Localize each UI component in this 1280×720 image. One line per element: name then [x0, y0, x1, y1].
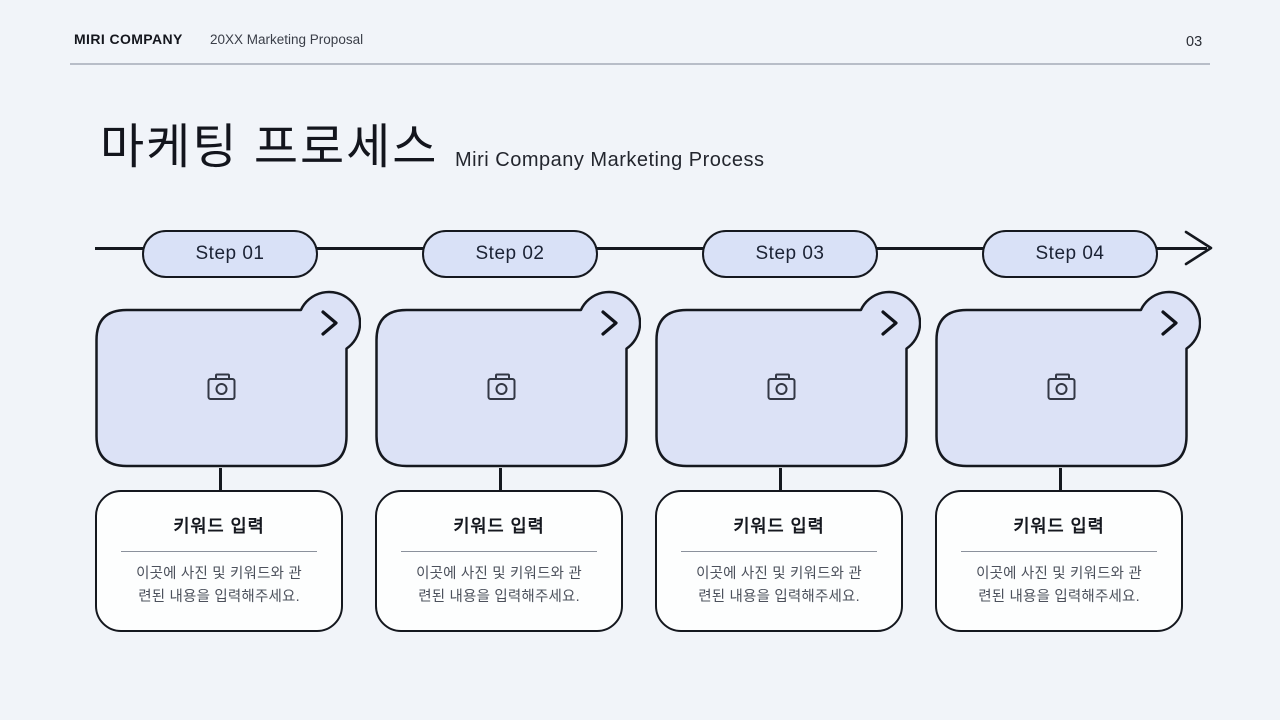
header-divider	[70, 63, 1210, 65]
chevron-right-icon	[881, 310, 898, 336]
camera-icon	[767, 373, 796, 400]
step-pill-3: Step 03	[702, 230, 878, 278]
card-divider	[401, 551, 597, 552]
chevron-right-icon	[321, 310, 338, 336]
process-column-1: 키워드 입력 이곳에 사진 및 키워드와 관 련된 내용을 입력해주세요.	[95, 0, 361, 720]
keyword-card: 키워드 입력 이곳에 사진 및 키워드와 관 련된 내용을 입력해주세요.	[375, 490, 623, 632]
process-column-2: 키워드 입력 이곳에 사진 및 키워드와 관 련된 내용을 입력해주세요.	[375, 0, 641, 720]
keyword-card: 키워드 입력 이곳에 사진 및 키워드와 관 련된 내용을 입력해주세요.	[95, 490, 343, 632]
body-line: 련된 내용을 입력해주세요.	[138, 589, 300, 605]
body-line: 이곳에 사진 및 키워드와 관	[696, 566, 862, 582]
chevron-right-icon	[601, 310, 618, 336]
chevron-right-icon	[1161, 310, 1178, 336]
camera-icon	[487, 373, 516, 400]
keyword-card-body: 이곳에 사진 및 키워드와 관 련된 내용을 입력해주세요.	[97, 563, 341, 609]
keyword-card-body: 이곳에 사진 및 키워드와 관 련된 내용을 입력해주세요.	[937, 563, 1181, 609]
connector-line	[779, 468, 782, 491]
keyword-card-title: 키워드 입력	[733, 516, 825, 536]
step-label: Step 03	[755, 243, 825, 264]
step-pill-4: Step 04	[982, 230, 1158, 278]
document-title: 20XX Marketing Proposal	[210, 32, 364, 47]
keyword-card: 키워드 입력 이곳에 사진 및 키워드와 관 련된 내용을 입력해주세요.	[655, 490, 903, 632]
page-subtitle: Miri Company Marketing Process	[455, 149, 765, 171]
body-line: 이곳에 사진 및 키워드와 관	[976, 566, 1142, 582]
step-label: Step 02	[475, 243, 545, 264]
page-number: 03	[1186, 34, 1203, 50]
keyword-card-title: 키워드 입력	[453, 516, 545, 536]
keyword-card-title: 키워드 입력	[173, 516, 265, 536]
keyword-card-body: 이곳에 사진 및 키워드와 관 련된 내용을 입력해주세요.	[657, 563, 901, 609]
page-title: 마케팅 프로세스	[100, 121, 439, 174]
body-line: 이곳에 사진 및 키워드와 관	[416, 566, 582, 582]
image-placeholder-card	[655, 290, 921, 468]
card-divider	[961, 551, 1157, 552]
step-label: Step 04	[1035, 243, 1105, 264]
company-name: MIRI COMPANY	[74, 31, 183, 47]
step-pill-1: Step 01	[142, 230, 318, 278]
camera-icon	[207, 373, 236, 400]
keyword-card: 키워드 입력 이곳에 사진 및 키워드와 관 련된 내용을 입력해주세요.	[935, 490, 1183, 632]
body-line: 이곳에 사진 및 키워드와 관	[136, 566, 302, 582]
body-line: 련된 내용을 입력해주세요.	[418, 589, 580, 605]
arrow-right-icon	[1184, 230, 1213, 266]
image-placeholder-card	[375, 290, 641, 468]
connector-line	[499, 468, 502, 491]
process-column-3: 키워드 입력 이곳에 사진 및 키워드와 관 련된 내용을 입력해주세요.	[655, 0, 921, 720]
card-divider	[121, 551, 317, 552]
step-pill-2: Step 02	[422, 230, 598, 278]
image-placeholder-card	[935, 290, 1201, 468]
connector-line	[219, 468, 222, 491]
step-label: Step 01	[195, 243, 265, 264]
image-placeholder-card	[95, 290, 361, 468]
keyword-card-title: 키워드 입력	[1013, 516, 1105, 536]
keyword-card-body: 이곳에 사진 및 키워드와 관 련된 내용을 입력해주세요.	[377, 563, 621, 609]
process-column-4: 키워드 입력 이곳에 사진 및 키워드와 관 련된 내용을 입력해주세요.	[935, 0, 1201, 720]
connector-line	[1059, 468, 1062, 491]
card-divider	[681, 551, 877, 552]
camera-icon	[1047, 373, 1076, 400]
timeline-line	[95, 247, 1207, 250]
body-line: 련된 내용을 입력해주세요.	[978, 589, 1140, 605]
body-line: 련된 내용을 입력해주세요.	[698, 589, 860, 605]
